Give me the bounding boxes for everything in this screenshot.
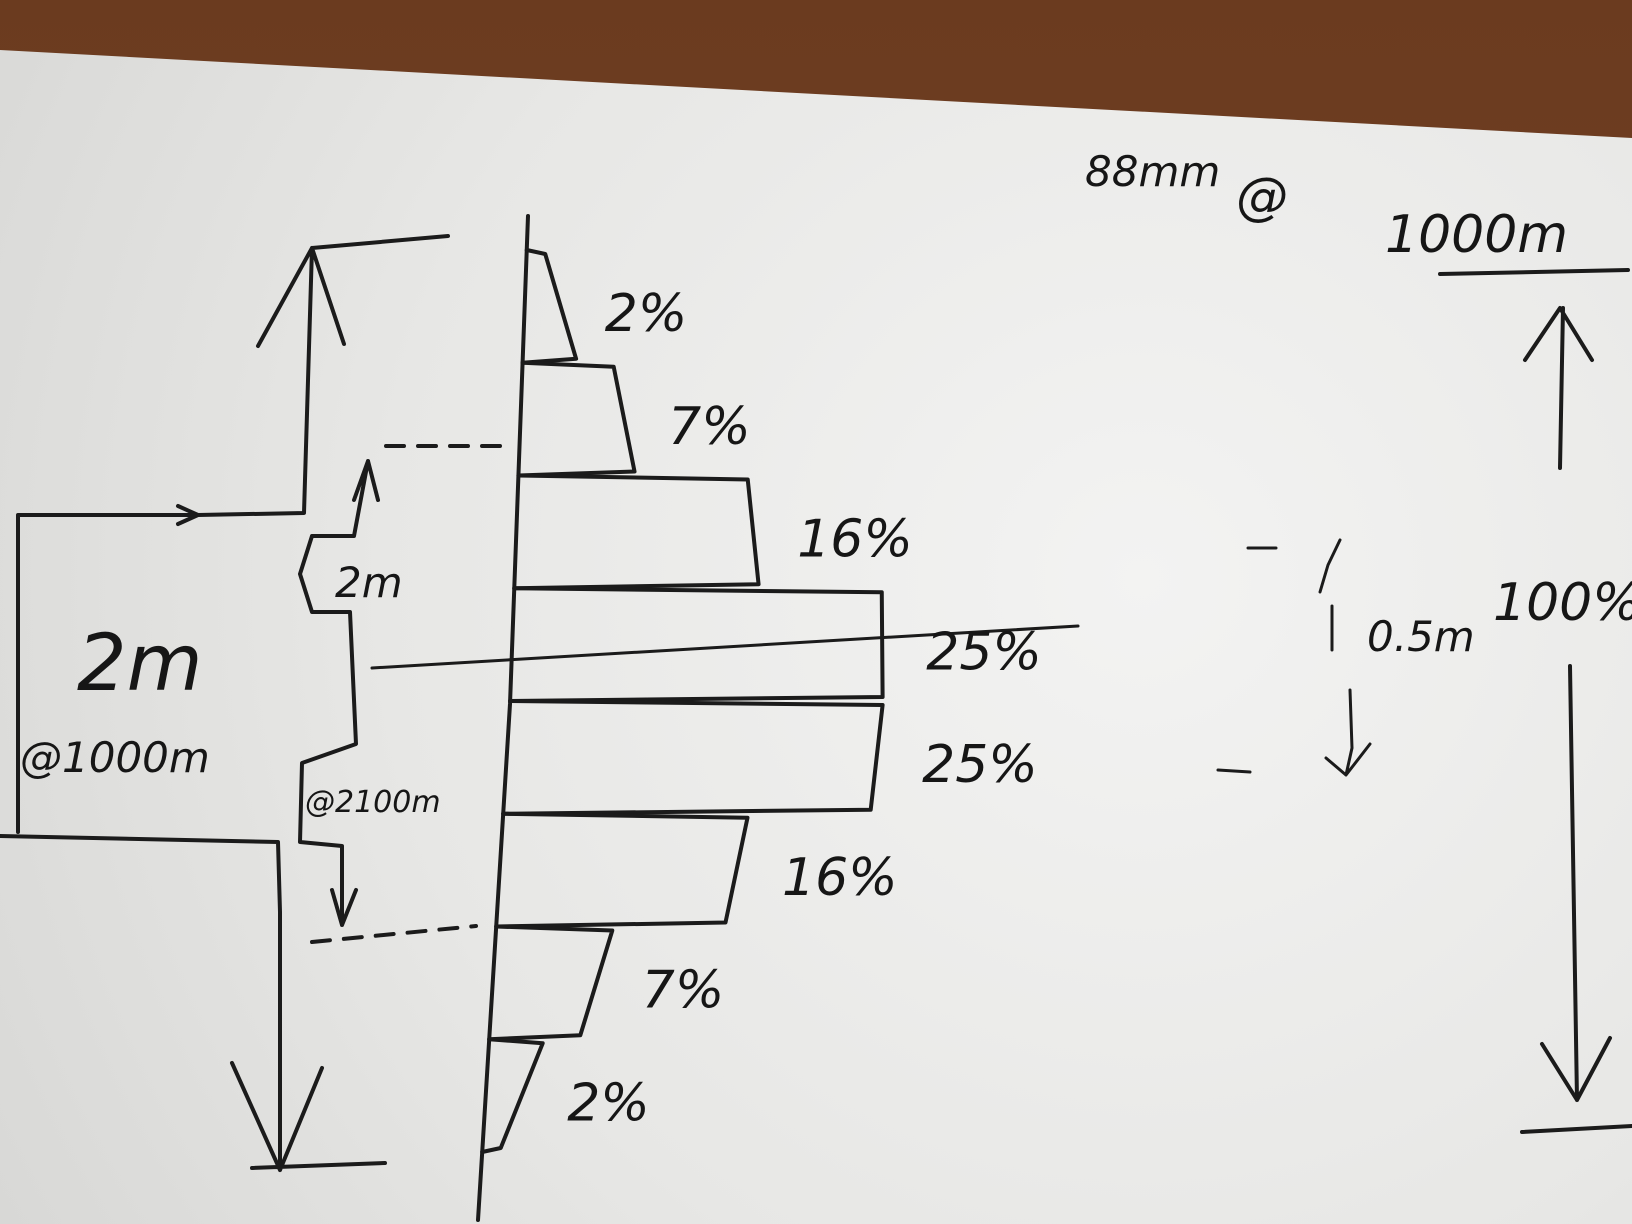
left-big-width-label: 2m [77, 619, 203, 709]
right-total-label: 100% [1493, 573, 1632, 633]
right-span-indicator [1216, 538, 1372, 777]
distribution-label: 7% [642, 961, 725, 1021]
distribution-band [480, 1037, 545, 1154]
top-right-reference-line [1438, 268, 1630, 276]
distribution-bands [480, 248, 885, 1154]
left-lower-bracket [0, 834, 387, 1172]
distribution-band [516, 360, 637, 478]
distribution-label: 2% [605, 284, 688, 344]
top-note-at: @ [1236, 167, 1288, 227]
distribution-band [494, 811, 750, 929]
center-reference-line [370, 624, 1080, 670]
lower-dashed-reference [310, 924, 478, 944]
distribution-label: 25% [922, 735, 1038, 795]
distribution-label: 7% [668, 397, 751, 457]
left-big-elevation-label: @1000m [20, 733, 210, 782]
central-axis-line [476, 214, 530, 1222]
right-total-indicator [1520, 306, 1632, 1134]
left-small-elevation-label: @2100m [305, 785, 441, 820]
top-note-right: 1000m [1385, 205, 1568, 265]
right-span-label: 0.5m [1367, 612, 1475, 661]
left-upper-bracket [16, 234, 450, 834]
left-inner-bracket [298, 459, 380, 927]
distribution-label: 2% [567, 1073, 650, 1133]
left-small-width-label: 2m [335, 558, 403, 607]
distribution-label: 16% [797, 510, 913, 570]
top-note-left: 88mm [1085, 147, 1220, 196]
distribution-band [501, 699, 885, 816]
distribution-band [487, 924, 615, 1042]
distribution-band [512, 473, 761, 591]
distribution-labels: 2%7%16%25%25%16%7%2% [567, 284, 1042, 1133]
distribution-label: 16% [782, 848, 898, 908]
distribution-band [508, 586, 885, 703]
distribution-label: 25% [926, 622, 1042, 682]
distribution-band [520, 248, 579, 365]
paper-sheet [0, 50, 1632, 1224]
